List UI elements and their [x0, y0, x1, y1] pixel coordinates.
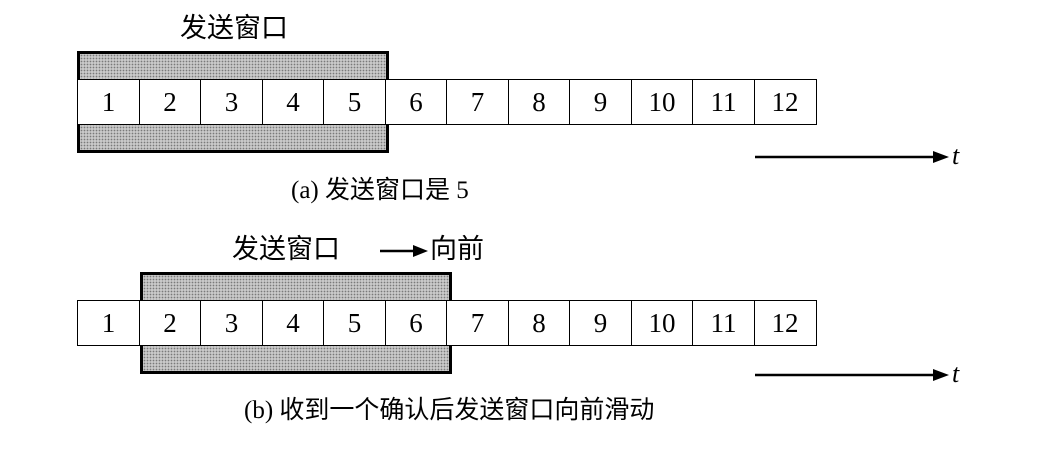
window-label-a: 发送窗口 — [180, 13, 288, 44]
seq-cell: 8 — [507, 79, 571, 125]
seq-cell: 2 — [138, 79, 202, 125]
seq-cell: 9 — [569, 79, 632, 125]
seq-cell: 3 — [200, 79, 263, 125]
window-label-b: 发送窗口 — [232, 234, 340, 265]
seq-cell: 5 — [323, 79, 386, 125]
seq-cell: 1 — [77, 300, 140, 346]
seq-cell: 8 — [507, 300, 571, 346]
time-label-b: t — [952, 359, 960, 388]
seq-cell: 9 — [569, 300, 632, 346]
seq-cell: 11 — [692, 79, 755, 125]
seq-cell: 4 — [261, 79, 325, 125]
seq-cell: 10 — [630, 79, 694, 125]
seq-cell: 1 — [77, 79, 140, 125]
seq-cell: 6 — [384, 300, 448, 346]
seq-cell: 11 — [692, 300, 755, 346]
caption-a: (a) 发送窗口是 5 — [291, 177, 469, 204]
seq-cell: 7 — [446, 300, 509, 346]
seq-cell: 12 — [753, 300, 817, 346]
seq-cell: 5 — [323, 300, 386, 346]
time-arrow-b — [755, 369, 949, 381]
caption-b: (b) 收到一个确认后发送窗口向前滑动 — [244, 397, 655, 424]
seq-cell: 6 — [384, 79, 448, 125]
seq-cell: 3 — [200, 300, 263, 346]
forward-label: 向前 — [430, 234, 484, 265]
forward-arrow — [380, 245, 428, 257]
time-arrow-a — [755, 151, 949, 163]
seq-cell: 12 — [753, 79, 817, 125]
seq-cell: 7 — [446, 79, 509, 125]
time-label-a: t — [952, 141, 960, 170]
seq-cell: 2 — [138, 300, 202, 346]
seq-cell: 4 — [261, 300, 325, 346]
seq-cell: 10 — [630, 300, 694, 346]
